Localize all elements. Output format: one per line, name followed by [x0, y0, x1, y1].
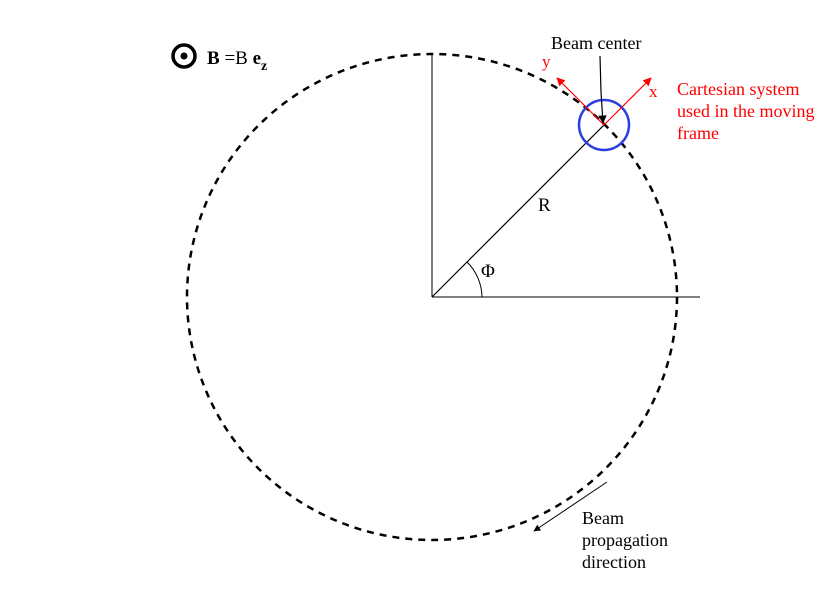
- field-label: B =B ez: [207, 49, 267, 74]
- moving-frame-y-label: y: [542, 52, 551, 71]
- field-symbol-ring: [171, 43, 197, 69]
- beam-cross-section: [577, 98, 631, 152]
- field-unit-subscript: z: [261, 59, 268, 74]
- field-unit-vector: e: [252, 48, 262, 69]
- angle-arc: [466, 261, 483, 298]
- propagation-arrow: [533, 481, 608, 532]
- orbit-circle: [185, 52, 679, 542]
- beam-center-pointer: [598, 55, 607, 124]
- moving-frame-x-label: x: [649, 82, 658, 101]
- radius-label: R: [538, 195, 551, 216]
- moving-frame-y-axis: [556, 77, 605, 126]
- field-equals-text: =B: [219, 48, 253, 69]
- propagation-direction-label: Beam propagation direction: [582, 508, 668, 572]
- beam-center-label: Beam center: [551, 33, 642, 53]
- angle-label: Φ: [481, 261, 495, 282]
- moving-frame-x-axis: [603, 77, 652, 126]
- field-symbol-b: B: [207, 48, 220, 69]
- field-symbol-dot: [180, 52, 188, 60]
- field-out-of-page-icon: [171, 43, 197, 69]
- cartesian-system-label: Cartesian system used in the moving fram…: [677, 79, 815, 143]
- radius-line: [431, 124, 605, 298]
